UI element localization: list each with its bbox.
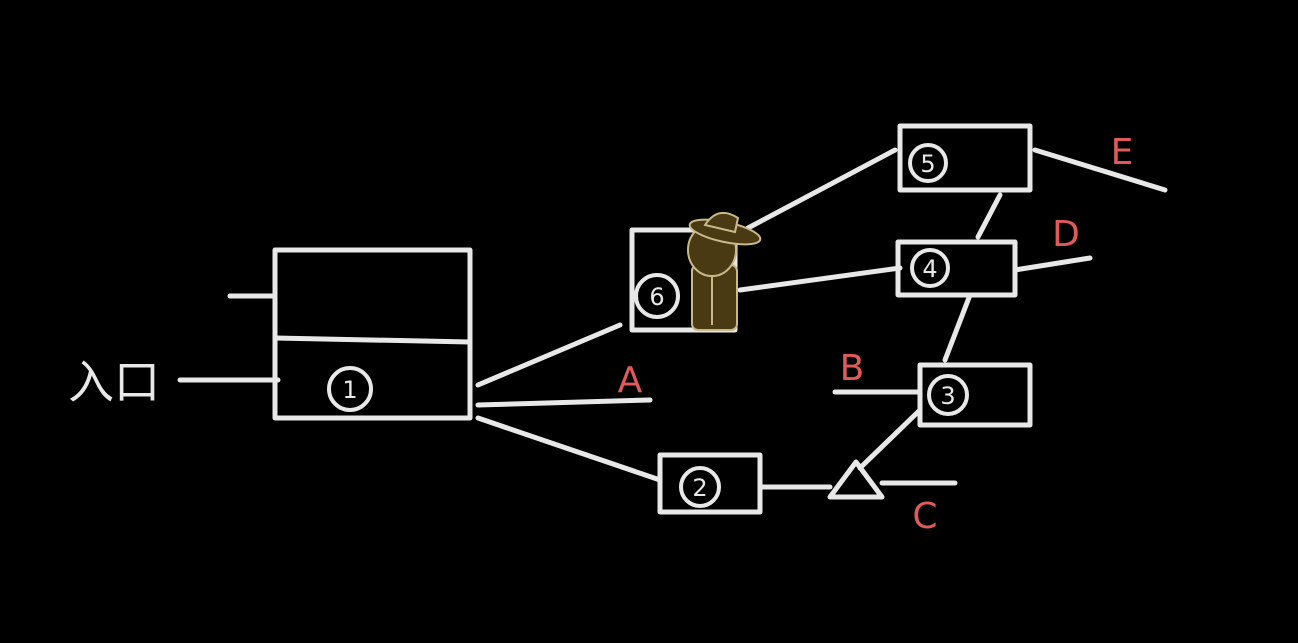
node-6-label: 6	[649, 283, 664, 311]
exit-labels: A B C D E	[618, 132, 1134, 537]
exit-a[interactable]: A	[618, 360, 643, 401]
node-5[interactable]: 5	[897, 123, 1033, 193]
node-2-label: 2	[692, 474, 707, 502]
node-2[interactable]: 2	[657, 452, 763, 515]
node-1[interactable]: 1	[272, 247, 473, 421]
map-paths	[177, 147, 1168, 490]
node-4[interactable]: 4	[895, 239, 1018, 298]
node-5-label: 5	[920, 150, 935, 178]
entrance[interactable]: 入口	[68, 355, 160, 409]
node-3-label: 3	[940, 382, 955, 410]
entrance-label: 入口	[68, 355, 160, 409]
exit-d[interactable]: D	[1052, 214, 1080, 255]
cowboy-character-icon[interactable]	[687, 211, 763, 331]
exit-b[interactable]: B	[840, 348, 865, 389]
node-3[interactable]: 3	[917, 362, 1033, 428]
node-4-label: 4	[922, 255, 937, 283]
triangle-junction-icon	[827, 459, 885, 500]
node-1-label: 1	[342, 376, 357, 404]
exit-e[interactable]: E	[1111, 132, 1134, 173]
exit-c[interactable]: C	[912, 496, 937, 537]
